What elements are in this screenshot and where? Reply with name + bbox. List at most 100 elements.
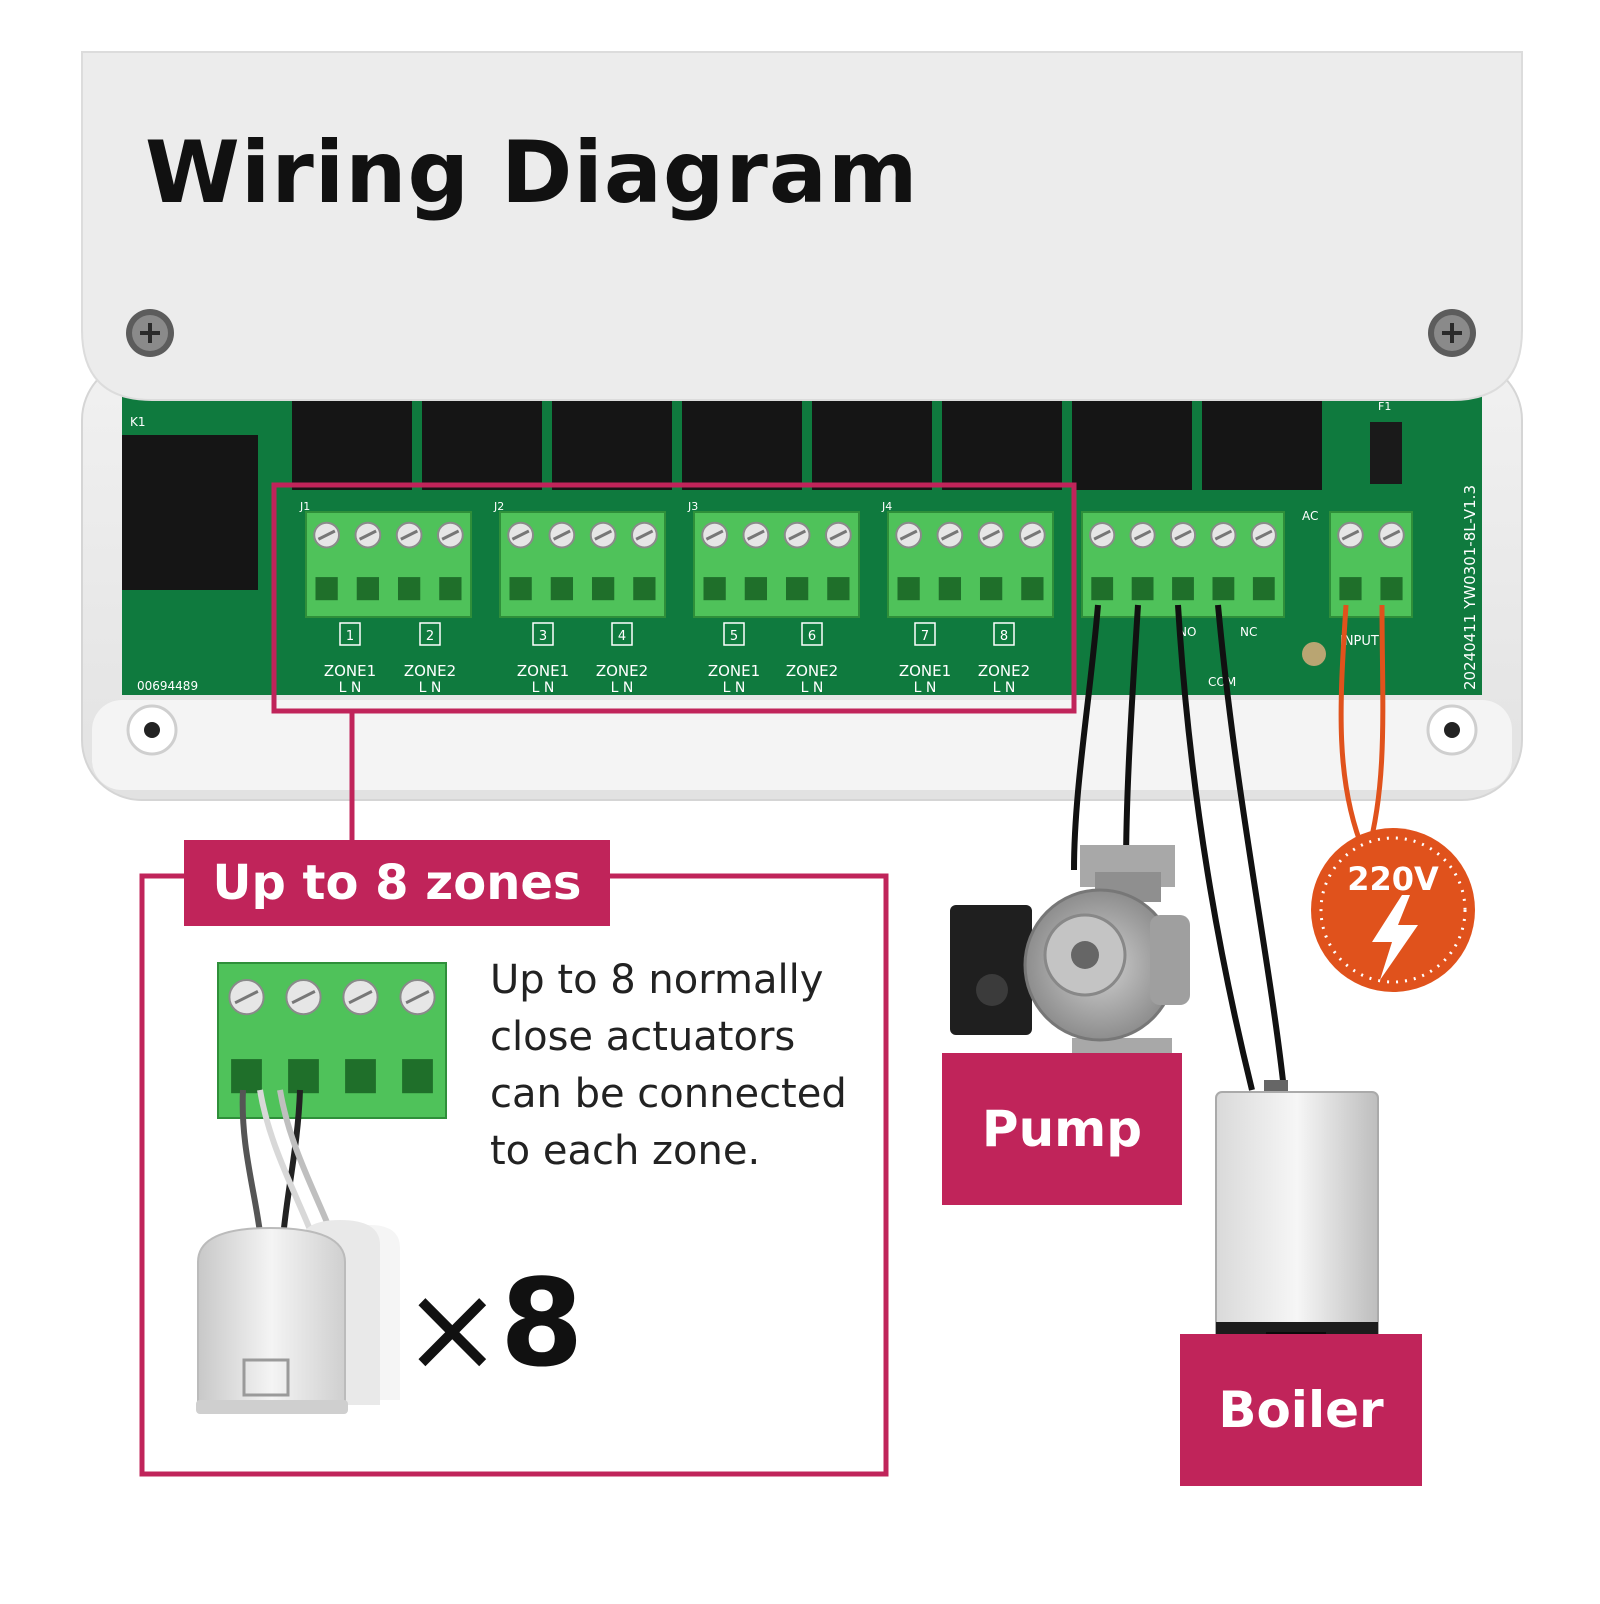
wire-slot bbox=[938, 577, 962, 601]
wire-slot bbox=[897, 577, 920, 601]
zone-name: ZONE1 bbox=[324, 662, 376, 680]
wire-slot bbox=[550, 577, 574, 601]
terminal-screw-icon bbox=[977, 521, 1005, 549]
zone-ln: L N bbox=[339, 680, 362, 696]
wire-slot bbox=[1131, 577, 1154, 601]
mount-hole-icon bbox=[1426, 704, 1478, 756]
terminal-block bbox=[499, 511, 666, 618]
power-voltage-label: 220V bbox=[1347, 860, 1439, 898]
housing-cover bbox=[81, 51, 1523, 401]
wire-slot bbox=[1339, 577, 1362, 601]
zones-description: Up to 8 normally close actuators can be … bbox=[490, 957, 847, 1174]
terminal-screw-icon bbox=[589, 521, 617, 549]
zone-ln: L N bbox=[611, 680, 634, 696]
zone-number: 1 bbox=[346, 629, 354, 644]
terminal-screw-icon bbox=[895, 521, 922, 549]
nc-label: NC bbox=[1240, 625, 1257, 639]
wire-slot bbox=[785, 577, 809, 601]
terminal-screw-icon bbox=[399, 979, 436, 1016]
wire-slot bbox=[633, 577, 656, 601]
terminal-screw-icon bbox=[437, 521, 464, 549]
terminal-screw-icon bbox=[1250, 521, 1277, 549]
wire-slot bbox=[1091, 577, 1114, 601]
terminal-screw-icon bbox=[1089, 521, 1116, 549]
connector-label: J3 bbox=[687, 500, 698, 513]
zones-highlight-box bbox=[271, 482, 1077, 714]
zone-terminal-blocks bbox=[305, 511, 1054, 618]
fuse bbox=[1370, 422, 1402, 484]
terminal-screw-icon bbox=[825, 521, 852, 549]
wire-slot bbox=[356, 577, 380, 601]
terminal-screw-icon bbox=[354, 521, 382, 549]
mount-hole-icon bbox=[126, 704, 178, 756]
wire-slot bbox=[744, 577, 768, 601]
connector-labels: J1 J2 J3 J4 bbox=[299, 500, 892, 513]
pump-image bbox=[950, 845, 1190, 1083]
zone-name: ZONE2 bbox=[978, 662, 1030, 680]
connector-label: J4 bbox=[881, 500, 892, 513]
terminal-block bbox=[1329, 511, 1413, 618]
relay-row bbox=[292, 398, 1322, 490]
zone-name: ZONE2 bbox=[786, 662, 838, 680]
terminal-block bbox=[693, 511, 860, 618]
wire-slot bbox=[979, 577, 1003, 601]
connector-label: J2 bbox=[493, 500, 504, 513]
zone-ln: L N bbox=[723, 680, 746, 696]
terminal-screw-icon bbox=[1210, 521, 1237, 549]
screw-icon bbox=[1428, 309, 1476, 357]
terminal-screw-icon bbox=[313, 521, 340, 549]
wire-slot bbox=[509, 577, 532, 601]
zone-number: 2 bbox=[426, 629, 434, 644]
terminal-screw-icon bbox=[1129, 521, 1156, 549]
relay-label: K1 bbox=[130, 415, 146, 429]
fuse-label: F1 bbox=[1378, 400, 1391, 413]
zone-name: ZONE1 bbox=[517, 662, 569, 680]
input-label: INPUT bbox=[1340, 634, 1379, 649]
multiplier-symbol: × bbox=[402, 1260, 503, 1399]
ac-label: AC bbox=[1302, 509, 1318, 523]
zone-name: ZONE2 bbox=[596, 662, 648, 680]
terminal-screw-icon bbox=[507, 521, 534, 549]
terminal-screw-icon bbox=[342, 979, 379, 1016]
wire-slot bbox=[288, 1059, 319, 1094]
zone-number: 3 bbox=[539, 629, 547, 644]
terminal-screw-icon bbox=[701, 521, 728, 549]
terminal-screw-icon bbox=[1169, 521, 1197, 549]
terminal-screw-icon bbox=[783, 521, 811, 549]
terminal-screw-icon bbox=[285, 979, 322, 1016]
wire-slot bbox=[1252, 577, 1275, 601]
wire-slot bbox=[345, 1059, 376, 1094]
wire-slot bbox=[439, 577, 462, 601]
wires bbox=[1071, 604, 1287, 1091]
wire-slot bbox=[1021, 577, 1044, 601]
terminal-block bbox=[217, 962, 447, 1119]
zone-name: ZONE1 bbox=[708, 662, 760, 680]
boiler-label: Boiler bbox=[1180, 1334, 1422, 1486]
zone-ln: L N bbox=[914, 680, 937, 696]
wire-slot bbox=[1172, 577, 1194, 601]
power-badge bbox=[1311, 828, 1475, 992]
zone-name: ZONE2 bbox=[404, 662, 456, 680]
power-wires bbox=[1338, 604, 1386, 853]
wire-slot bbox=[1212, 577, 1235, 601]
single-zone-terminal-block bbox=[217, 962, 447, 1119]
wire-slot bbox=[231, 1059, 262, 1094]
terminal-screw-icon bbox=[742, 521, 770, 549]
terminal-screw-icon bbox=[631, 521, 658, 549]
main-relay bbox=[122, 435, 258, 590]
zone-ln: L N bbox=[993, 680, 1016, 696]
terminal-screw-icon bbox=[1337, 521, 1364, 549]
wire-slot bbox=[1380, 577, 1403, 601]
connector-label: J1 bbox=[299, 500, 310, 513]
aux-terminal-block bbox=[1081, 511, 1285, 618]
terminal-screw-icon bbox=[228, 979, 265, 1016]
terminal-screw-icon bbox=[1019, 521, 1046, 549]
